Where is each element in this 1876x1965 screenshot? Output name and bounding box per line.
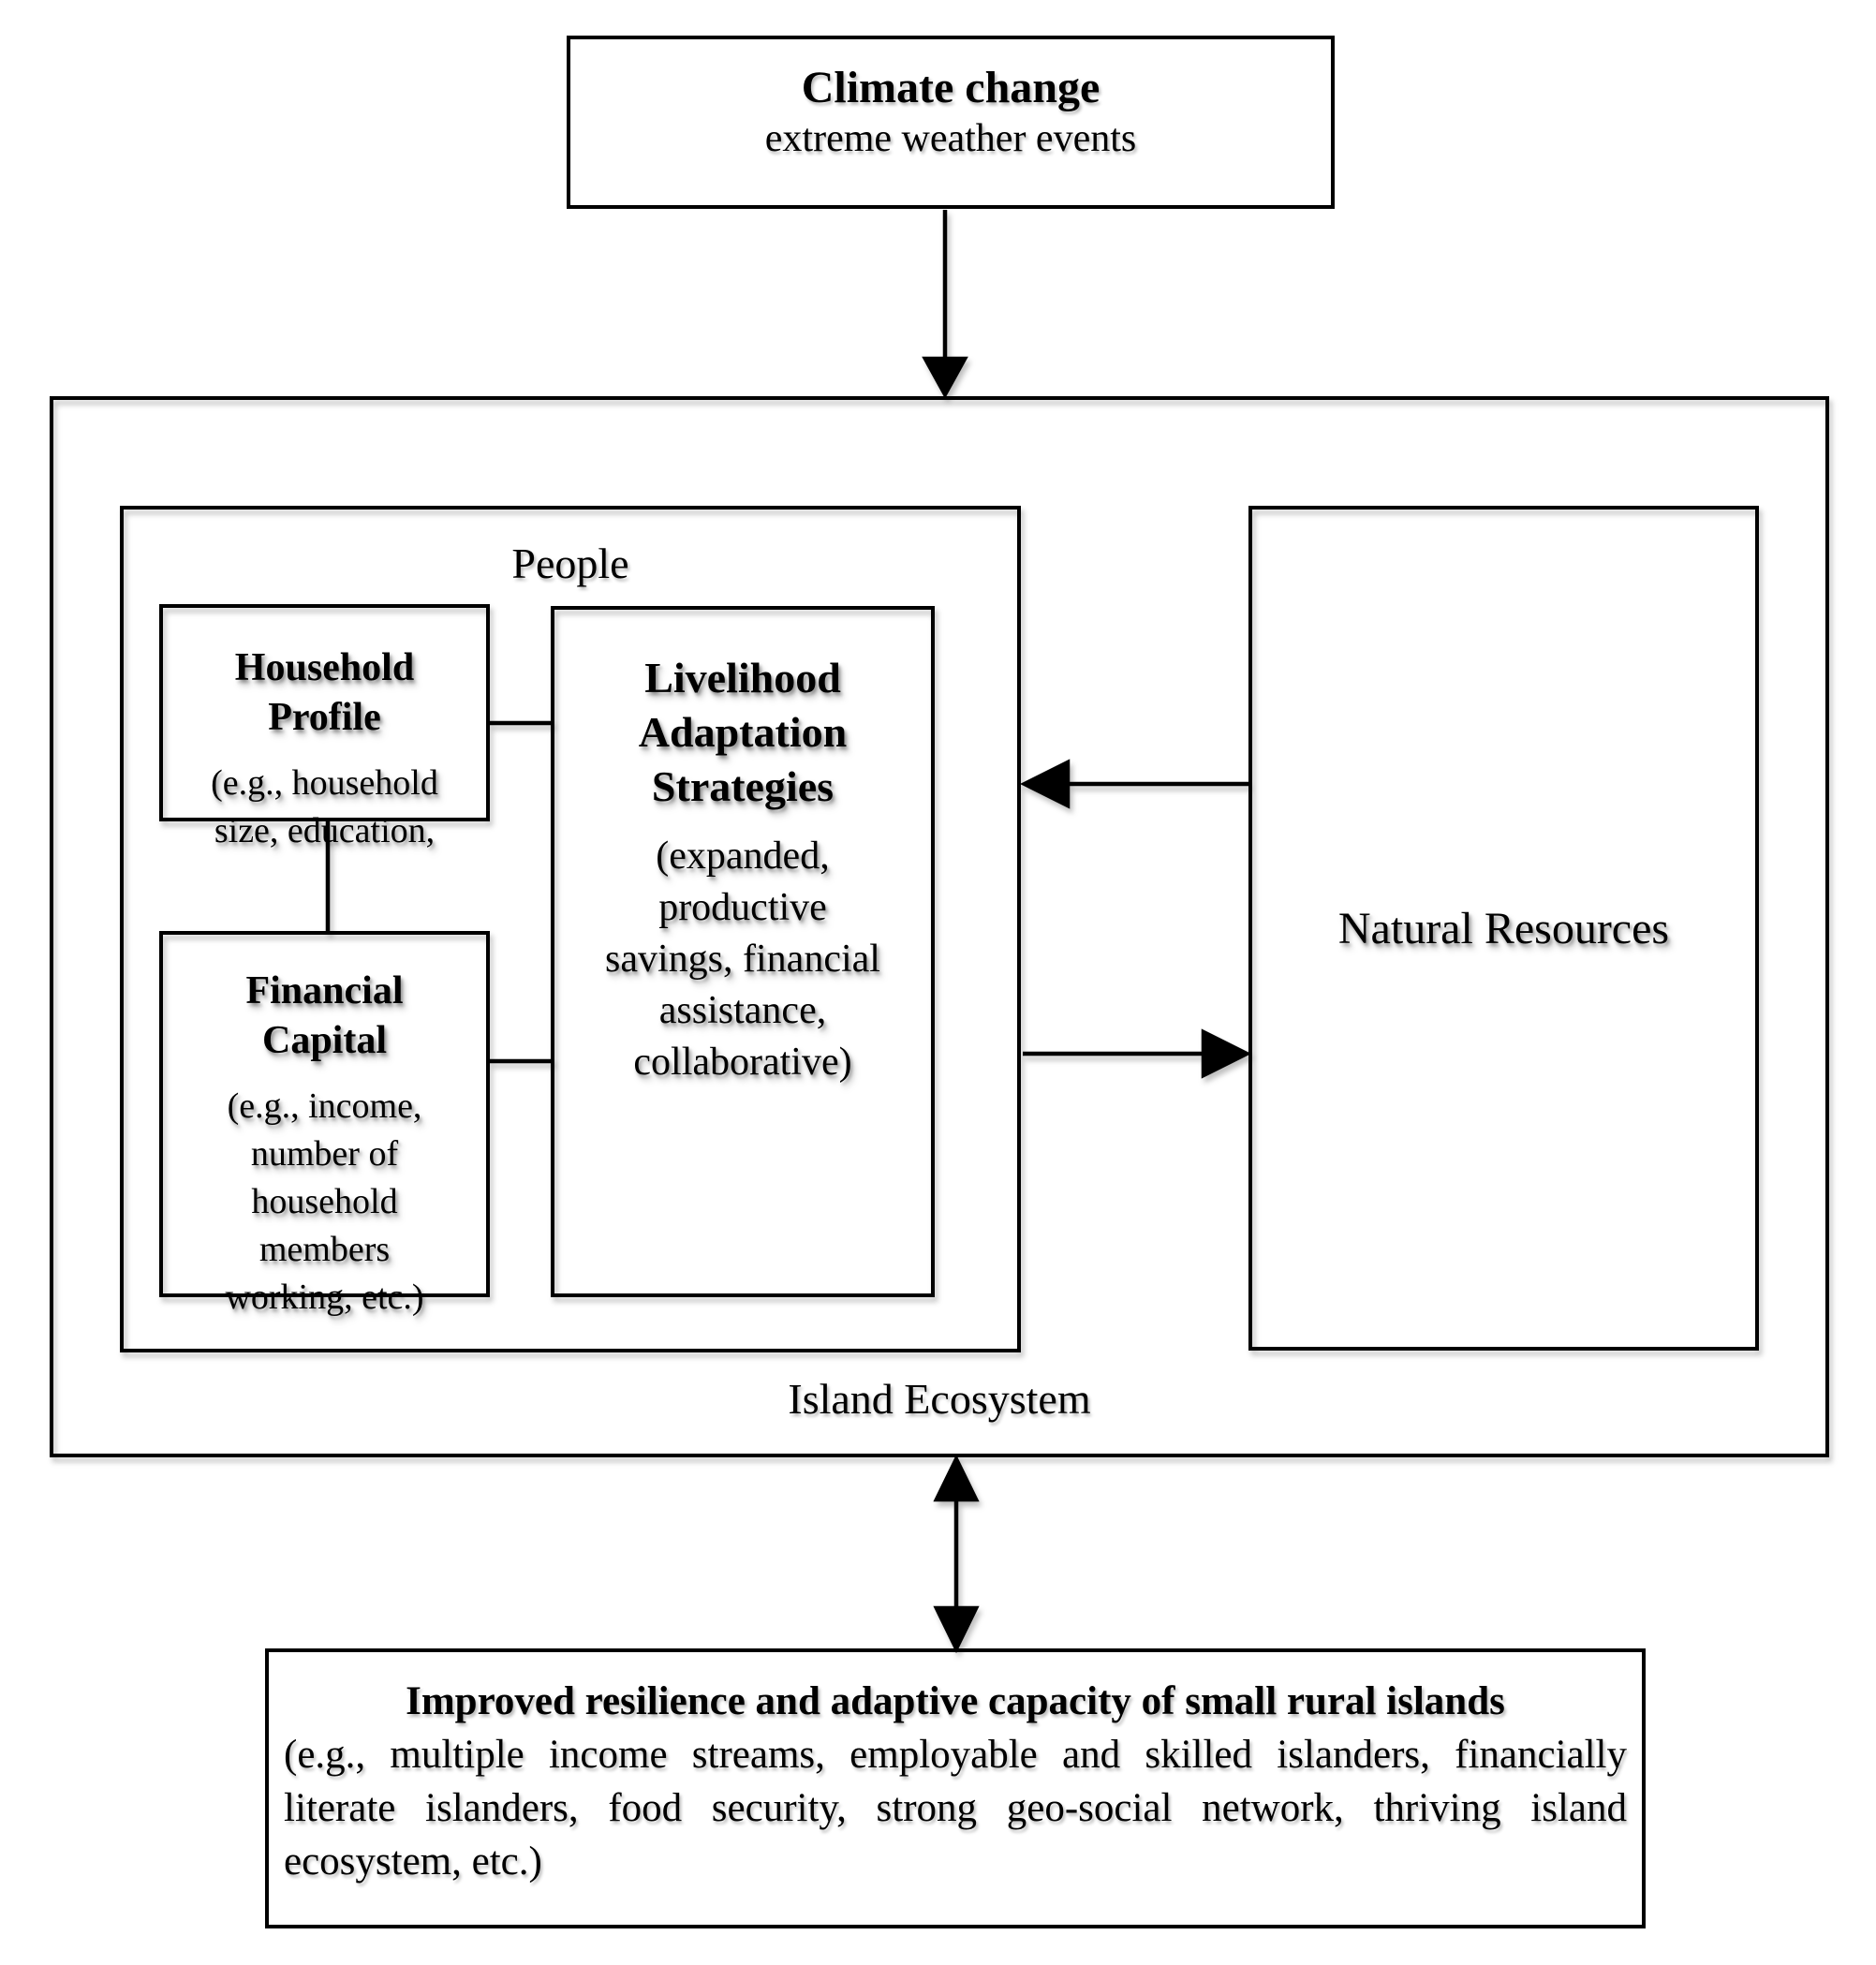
livelihood-adaptation-detail: (expanded, productive savings, financial… <box>605 835 880 1084</box>
arrowhead-down-icon <box>933 1605 980 1654</box>
climate-change-subtitle: extreme weather events <box>764 117 1137 160</box>
climate-change-title: Climate change <box>801 63 1100 112</box>
people-box <box>120 506 1021 1352</box>
outcome-box: Improved resilience and adaptive capacit… <box>265 1648 1646 1928</box>
arrowhead-up-icon <box>933 1454 980 1502</box>
financial-capital-title: Financial Capital <box>245 969 404 1062</box>
natural-resources-label: Natural Resources <box>1337 903 1670 953</box>
outcome-title: Improved resilience and adaptive capacit… <box>406 1679 1505 1723</box>
household-profile-box: Household Profile (e.g., household size,… <box>159 604 490 850</box>
household-profile-title: Household Profile <box>234 646 415 739</box>
livelihood-adaptation-box: Livelihood Adaptation Strategies (expand… <box>551 606 935 1297</box>
livelihood-adaptation-title: Livelihood Adaptation Strategies <box>638 654 848 810</box>
outcome-text: Improved resilience and adaptive capacit… <box>284 1675 1627 1888</box>
people-label: People <box>511 539 629 587</box>
arrowhead-down-icon <box>922 356 968 399</box>
island-ecosystem-box <box>50 396 1829 1457</box>
island-ecosystem-label: Island Ecosystem <box>788 1375 1091 1423</box>
natural-resources-box: Natural Resources <box>1248 506 1759 1351</box>
household-profile-detail: (e.g., household size, education, <box>211 763 438 850</box>
outcome-detail: (e.g., multiple income streams, employab… <box>284 1733 1627 1884</box>
financial-capital-detail: (e.g., income, number of household membe… <box>225 1086 424 1317</box>
financial-capital-box: Financial Capital (e.g., income, number … <box>159 931 490 1317</box>
climate-change-box: Climate change extreme weather events <box>567 36 1335 209</box>
